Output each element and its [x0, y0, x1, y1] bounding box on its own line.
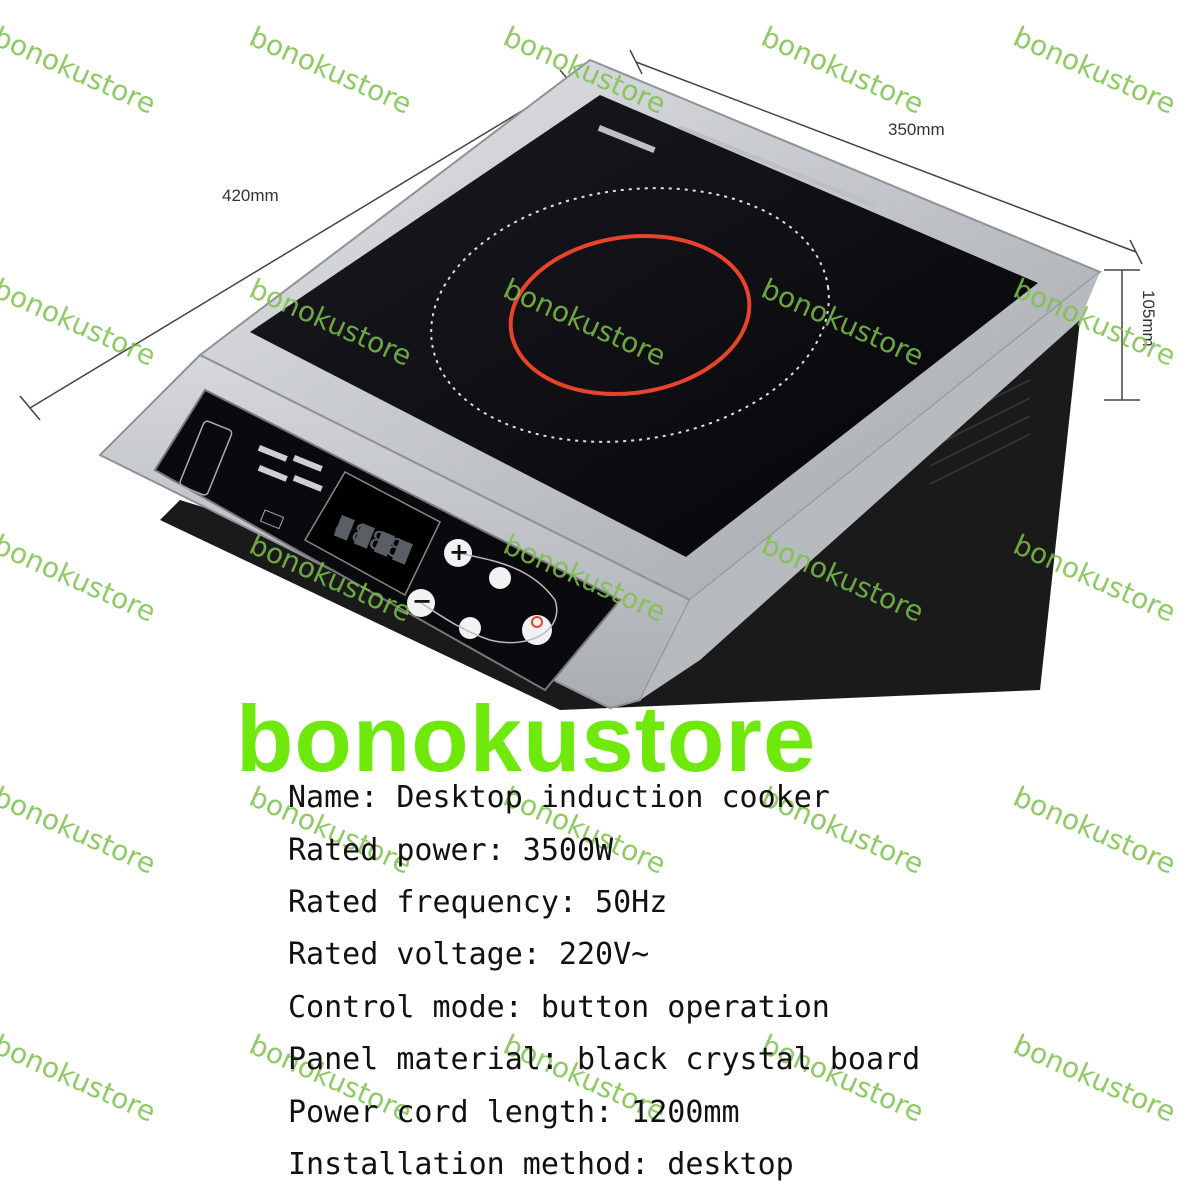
function-label-block [179, 420, 323, 530]
glass-print-strip [597, 125, 875, 208]
on-off-indicator [531, 616, 543, 628]
width-label: 350mm [888, 120, 945, 139]
digital-display-segments [333, 515, 413, 565]
cooker-right-side [640, 272, 1100, 700]
on-off-button-shape [522, 615, 552, 645]
cooking-zone-heat-ring [508, 233, 752, 397]
spec-panel-material: Panel material: black crystal board [288, 1042, 921, 1077]
minus-button-label: − [412, 587, 433, 615]
panel-trace [420, 552, 558, 644]
plus-button-label: + [449, 538, 470, 566]
cooking-zone-outer-ring [430, 187, 830, 443]
spec-power-cord-length: Power cord length: 1200mm [288, 1095, 740, 1130]
height-label: 105mm [1139, 290, 1158, 347]
brand-title: bonokustore [236, 686, 817, 791]
temp-button-shape [489, 567, 511, 589]
spec-control-mode: Control mode: button operation [288, 990, 830, 1025]
power-level-button-shape [459, 617, 481, 639]
cooker-underside [160, 300, 1080, 710]
spec-name: Name: Desktop induction cooker [288, 780, 830, 815]
depth-label: 420mm [222, 186, 279, 205]
glass-cooktop [250, 95, 1038, 557]
height-dimension-line [1104, 269, 1140, 401]
spec-rated-frequency: Rated frequency: 50Hz [288, 885, 668, 920]
spec-installation-method: Installation method: desktop [288, 1147, 794, 1182]
spec-rated-voltage: Rated voltage: 220V~ [288, 937, 650, 972]
spec-rated-power: Rated power: 3500W [288, 833, 614, 868]
width-dimension-line [629, 49, 1143, 265]
